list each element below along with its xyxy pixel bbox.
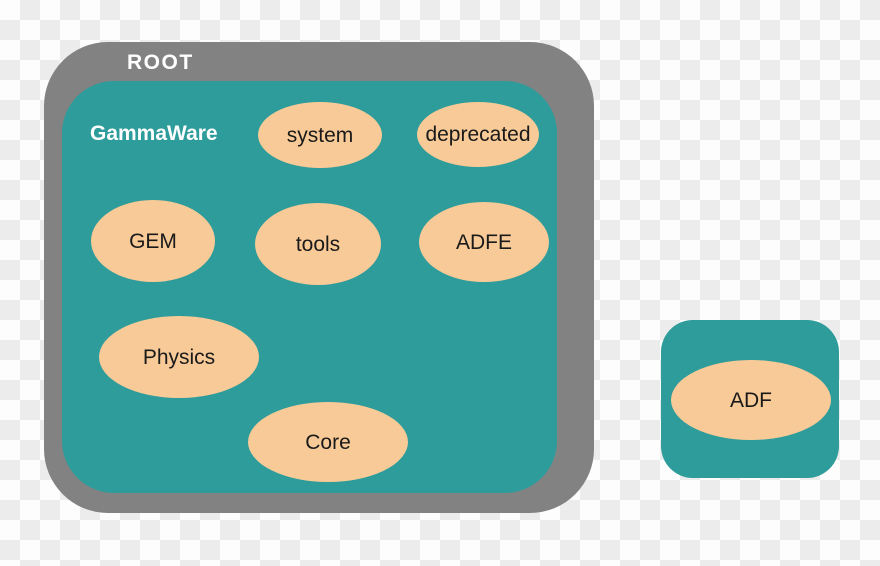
node-core: Core [248,402,408,482]
root-package-label: ROOT [127,51,194,74]
node-adf: ADF [671,360,831,440]
node-physics: Physics [99,316,259,398]
node-tools: tools [255,203,381,285]
node-adfe: ADFE [419,202,549,282]
node-system: system [258,102,382,168]
gammaware-package-label: GammaWare [90,122,218,145]
node-gem: GEM [91,200,215,282]
adf-package-box: ADF [661,320,839,478]
gammaware-package-box: GammaWare system deprecated GEM tools AD… [62,81,557,493]
root-package-box: ROOT GammaWare system deprecated GEM too… [44,42,594,513]
node-deprecated: deprecated [417,102,539,167]
